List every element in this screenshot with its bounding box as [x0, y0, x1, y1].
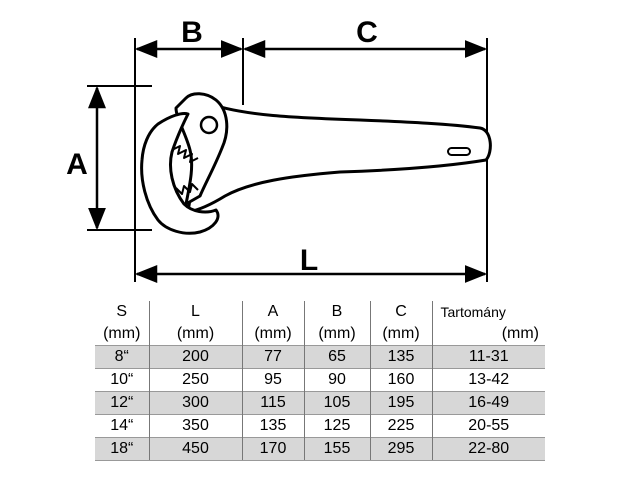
header-l: L	[149, 301, 243, 323]
pivot-bolt	[199, 115, 219, 135]
cell-tartomany: 16-49	[432, 391, 545, 415]
cell-a: 135	[242, 414, 305, 438]
table-row: 12“ 300 115 105 195 16-49	[95, 391, 545, 415]
table-row: 8“ 200 77 65 135 11-31	[95, 345, 545, 369]
cell-l: 300	[149, 391, 243, 415]
cell-s: 14“	[95, 414, 150, 438]
cell-tartomany: 13-42	[432, 368, 545, 392]
cell-c: 295	[370, 437, 433, 461]
cell-l: 450	[149, 437, 243, 461]
cell-c: 225	[370, 414, 433, 438]
specification-table: S L A B C Tartomány (mm) (mm) (mm) (mm) …	[95, 301, 545, 461]
wrench-handle	[186, 100, 492, 214]
cell-l: 200	[149, 345, 243, 369]
cell-s: 18“	[95, 437, 150, 461]
header-s: S	[95, 301, 150, 323]
cell-s: 10“	[95, 368, 150, 392]
cell-b: 105	[304, 391, 371, 415]
wrench-lower-jaw	[140, 112, 220, 235]
table-row: 18“ 450 170 155 295 22-80	[95, 437, 545, 461]
cell-c: 135	[370, 345, 433, 369]
header-tartomany: Tartomány	[440, 304, 506, 320]
cell-tartomany: 20-55	[432, 414, 545, 438]
cell-tartomany: 11-31	[432, 345, 545, 369]
table-row: 10“ 250 95 90 160 13-42	[95, 368, 545, 392]
cell-a: 170	[242, 437, 305, 461]
cell-b: 125	[304, 414, 371, 438]
cell-b: 90	[304, 368, 371, 392]
cell-l: 350	[149, 414, 243, 438]
cell-a: 95	[242, 368, 305, 392]
header-c: C	[370, 301, 433, 323]
dim-label-c: C	[356, 16, 378, 49]
cell-tartomany: 22-80	[432, 437, 545, 461]
wrench-dimension-diagram: B C A L	[66, 16, 492, 283]
pipe-wrench-illustration	[140, 92, 492, 235]
dim-label-l: L	[300, 244, 318, 277]
dim-label-b: B	[181, 16, 203, 49]
cell-b: 65	[304, 345, 371, 369]
dimension-lines	[88, 40, 488, 283]
unit-b: (mm)	[304, 323, 371, 346]
unit-tartomany: (mm)	[501, 325, 539, 342]
unit-c: (mm)	[370, 323, 433, 346]
handle-hang-slot	[447, 147, 471, 156]
wrench-teeth	[171, 145, 199, 195]
header-a: A	[242, 301, 305, 323]
unit-l: (mm)	[149, 323, 243, 346]
unit-s: (mm)	[95, 323, 150, 346]
header-b: B	[304, 301, 371, 323]
cell-a: 77	[242, 345, 305, 369]
unit-a: (mm)	[242, 323, 305, 346]
cell-b: 155	[304, 437, 371, 461]
table-row: 14“ 350 135 125 225 20-55	[95, 414, 545, 438]
cell-a: 115	[242, 391, 305, 415]
cell-l: 250	[149, 368, 243, 392]
cell-s: 8“	[95, 345, 150, 369]
cell-c: 160	[370, 368, 433, 392]
dim-label-a: A	[66, 148, 88, 181]
cell-c: 195	[370, 391, 433, 415]
table-units-row: (mm) (mm) (mm) (mm) (mm) (mm)	[95, 323, 545, 346]
cell-s: 12“	[95, 391, 150, 415]
table-header-row: S L A B C Tartomány	[95, 301, 545, 323]
